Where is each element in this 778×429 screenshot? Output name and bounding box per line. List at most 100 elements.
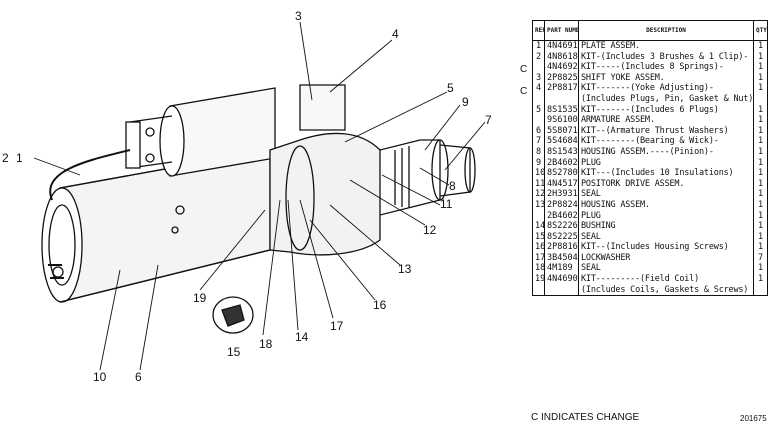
ref-no-cell: [532, 284, 545, 296]
callout-7: 7: [485, 113, 492, 127]
part-number-cell: 8S2226: [544, 221, 579, 232]
description-cell: KIT---(Includes 10 Insulations): [578, 168, 754, 179]
callout-8: 8: [449, 179, 456, 193]
ref-no-cell: 7: [532, 136, 545, 147]
part-number-cell: 8S2780: [544, 168, 579, 179]
qty-cell: 1: [753, 136, 768, 147]
ref-no-cell: 11: [532, 178, 545, 190]
change-legend: C INDICATES CHANGE: [531, 412, 640, 423]
table-header-row: REF NO. PART NUMBER DESCRIPTION QTY: [532, 20, 768, 41]
part-number-cell: 2P8825: [544, 72, 579, 84]
callout-12: 12: [423, 223, 437, 237]
part-number-cell: 4N4690: [544, 274, 579, 285]
qty-cell: 1: [753, 51, 768, 63]
qty-cell: 1: [753, 274, 768, 285]
ref-no-cell: [532, 115, 545, 126]
callout-1: 1: [16, 151, 23, 165]
ref-no-cell: 18: [532, 263, 545, 275]
change-mark: C: [520, 64, 528, 75]
part-number-cell: 2P8816: [544, 242, 579, 253]
part-number-cell: 4N4692: [544, 62, 579, 73]
part-number-cell: 5S8071: [544, 125, 579, 137]
description-cell: KIT-----(Includes 8 Springs)-: [578, 62, 754, 73]
description-cell: KIT-------(Includes 6 Plugs): [578, 104, 754, 116]
callout-19: 19: [193, 291, 207, 305]
qty-cell: 1: [753, 157, 768, 169]
callout-18: 18: [259, 337, 273, 351]
ref-no-cell: 3: [532, 72, 545, 84]
ref-no-cell: 1: [532, 40, 545, 52]
leader-lines: [33, 21, 486, 371]
ref-no-cell: 14: [532, 221, 545, 232]
description-cell: PLUG: [578, 210, 754, 222]
part-number-cell: 2B4602: [544, 157, 579, 169]
qty-cell: 1: [753, 242, 768, 253]
starter-motor-exploded-diagram: 2 1 3 4 5 9 7 8 11 12 13 16 17 14 18 15 …: [2, 9, 492, 384]
callout-9: 9: [462, 95, 469, 109]
description-cell: POSITORK DRIVE ASSEM.: [578, 178, 754, 190]
header-ref-no: REF NO.: [532, 20, 545, 41]
part-number-cell: 4N4517: [544, 178, 579, 190]
qty-cell: 1: [753, 146, 768, 158]
header-description: DESCRIPTION: [578, 20, 754, 41]
ref-no-cell: 12: [532, 189, 545, 200]
part-number-cell: 8S1535: [544, 104, 579, 116]
part-number-cell: 2H3931: [544, 189, 579, 200]
callout-11: 11: [440, 197, 453, 211]
callout-13: 13: [398, 262, 412, 276]
ref-no-cell: 16: [532, 242, 545, 253]
ref-no-cell: [532, 62, 545, 73]
description-cell: HOUSING ASSEM.----(Pinion)-: [578, 146, 754, 158]
ref-no-cell: 9: [532, 157, 545, 169]
ref-no-cell: [532, 210, 545, 222]
ref-no-cell: 4: [532, 83, 545, 94]
callout-6: 6: [135, 370, 142, 384]
part-number-cell: 8S1543: [544, 146, 579, 158]
description-cell: KIT-(Includes 3 Brushes & 1 Clip)-: [578, 51, 754, 63]
qty-cell: 1: [753, 263, 768, 275]
qty-cell: 1: [753, 210, 768, 222]
description-cell: PLUG: [578, 157, 754, 169]
header-qty: QTY: [753, 20, 768, 41]
parts-list-table: REF NO. PART NUMBER DESCRIPTION QTY 14N4…: [532, 20, 768, 297]
ref-no-cell: [532, 93, 545, 105]
part-number-cell: [544, 93, 579, 105]
qty-cell: 1: [753, 62, 768, 73]
qty-cell: 1: [753, 115, 768, 126]
qty-cell: 1: [753, 40, 768, 52]
part-number-cell: 8S2225: [544, 231, 579, 243]
description-cell: PLATE ASSEM.: [578, 40, 754, 52]
description-cell: ARMATURE ASSEM.: [578, 115, 754, 126]
callout-5: 5: [447, 81, 454, 95]
description-cell: KIT--(Includes Housing Screws): [578, 242, 754, 253]
callout-14: 14: [295, 330, 309, 344]
qty-cell: 1: [753, 178, 768, 190]
qty-cell: 1: [753, 104, 768, 116]
ref-no-cell: 15: [532, 231, 545, 243]
description-cell: SEAL: [578, 231, 754, 243]
qty-cell: [753, 93, 768, 105]
part-number-cell: 3B4504: [544, 252, 579, 264]
table-row: (Includes Coils, Gaskets & Screws): [532, 284, 768, 296]
ref-no-cell: 19: [532, 274, 545, 285]
ref-no-cell: 6: [532, 125, 545, 137]
description-cell: KIT---------(Field Coil): [578, 274, 754, 285]
part-number-cell: 4N8618: [544, 51, 579, 63]
callout-15: 15: [227, 345, 241, 359]
qty-cell: [753, 284, 768, 296]
description-cell: SEAL: [578, 263, 754, 275]
